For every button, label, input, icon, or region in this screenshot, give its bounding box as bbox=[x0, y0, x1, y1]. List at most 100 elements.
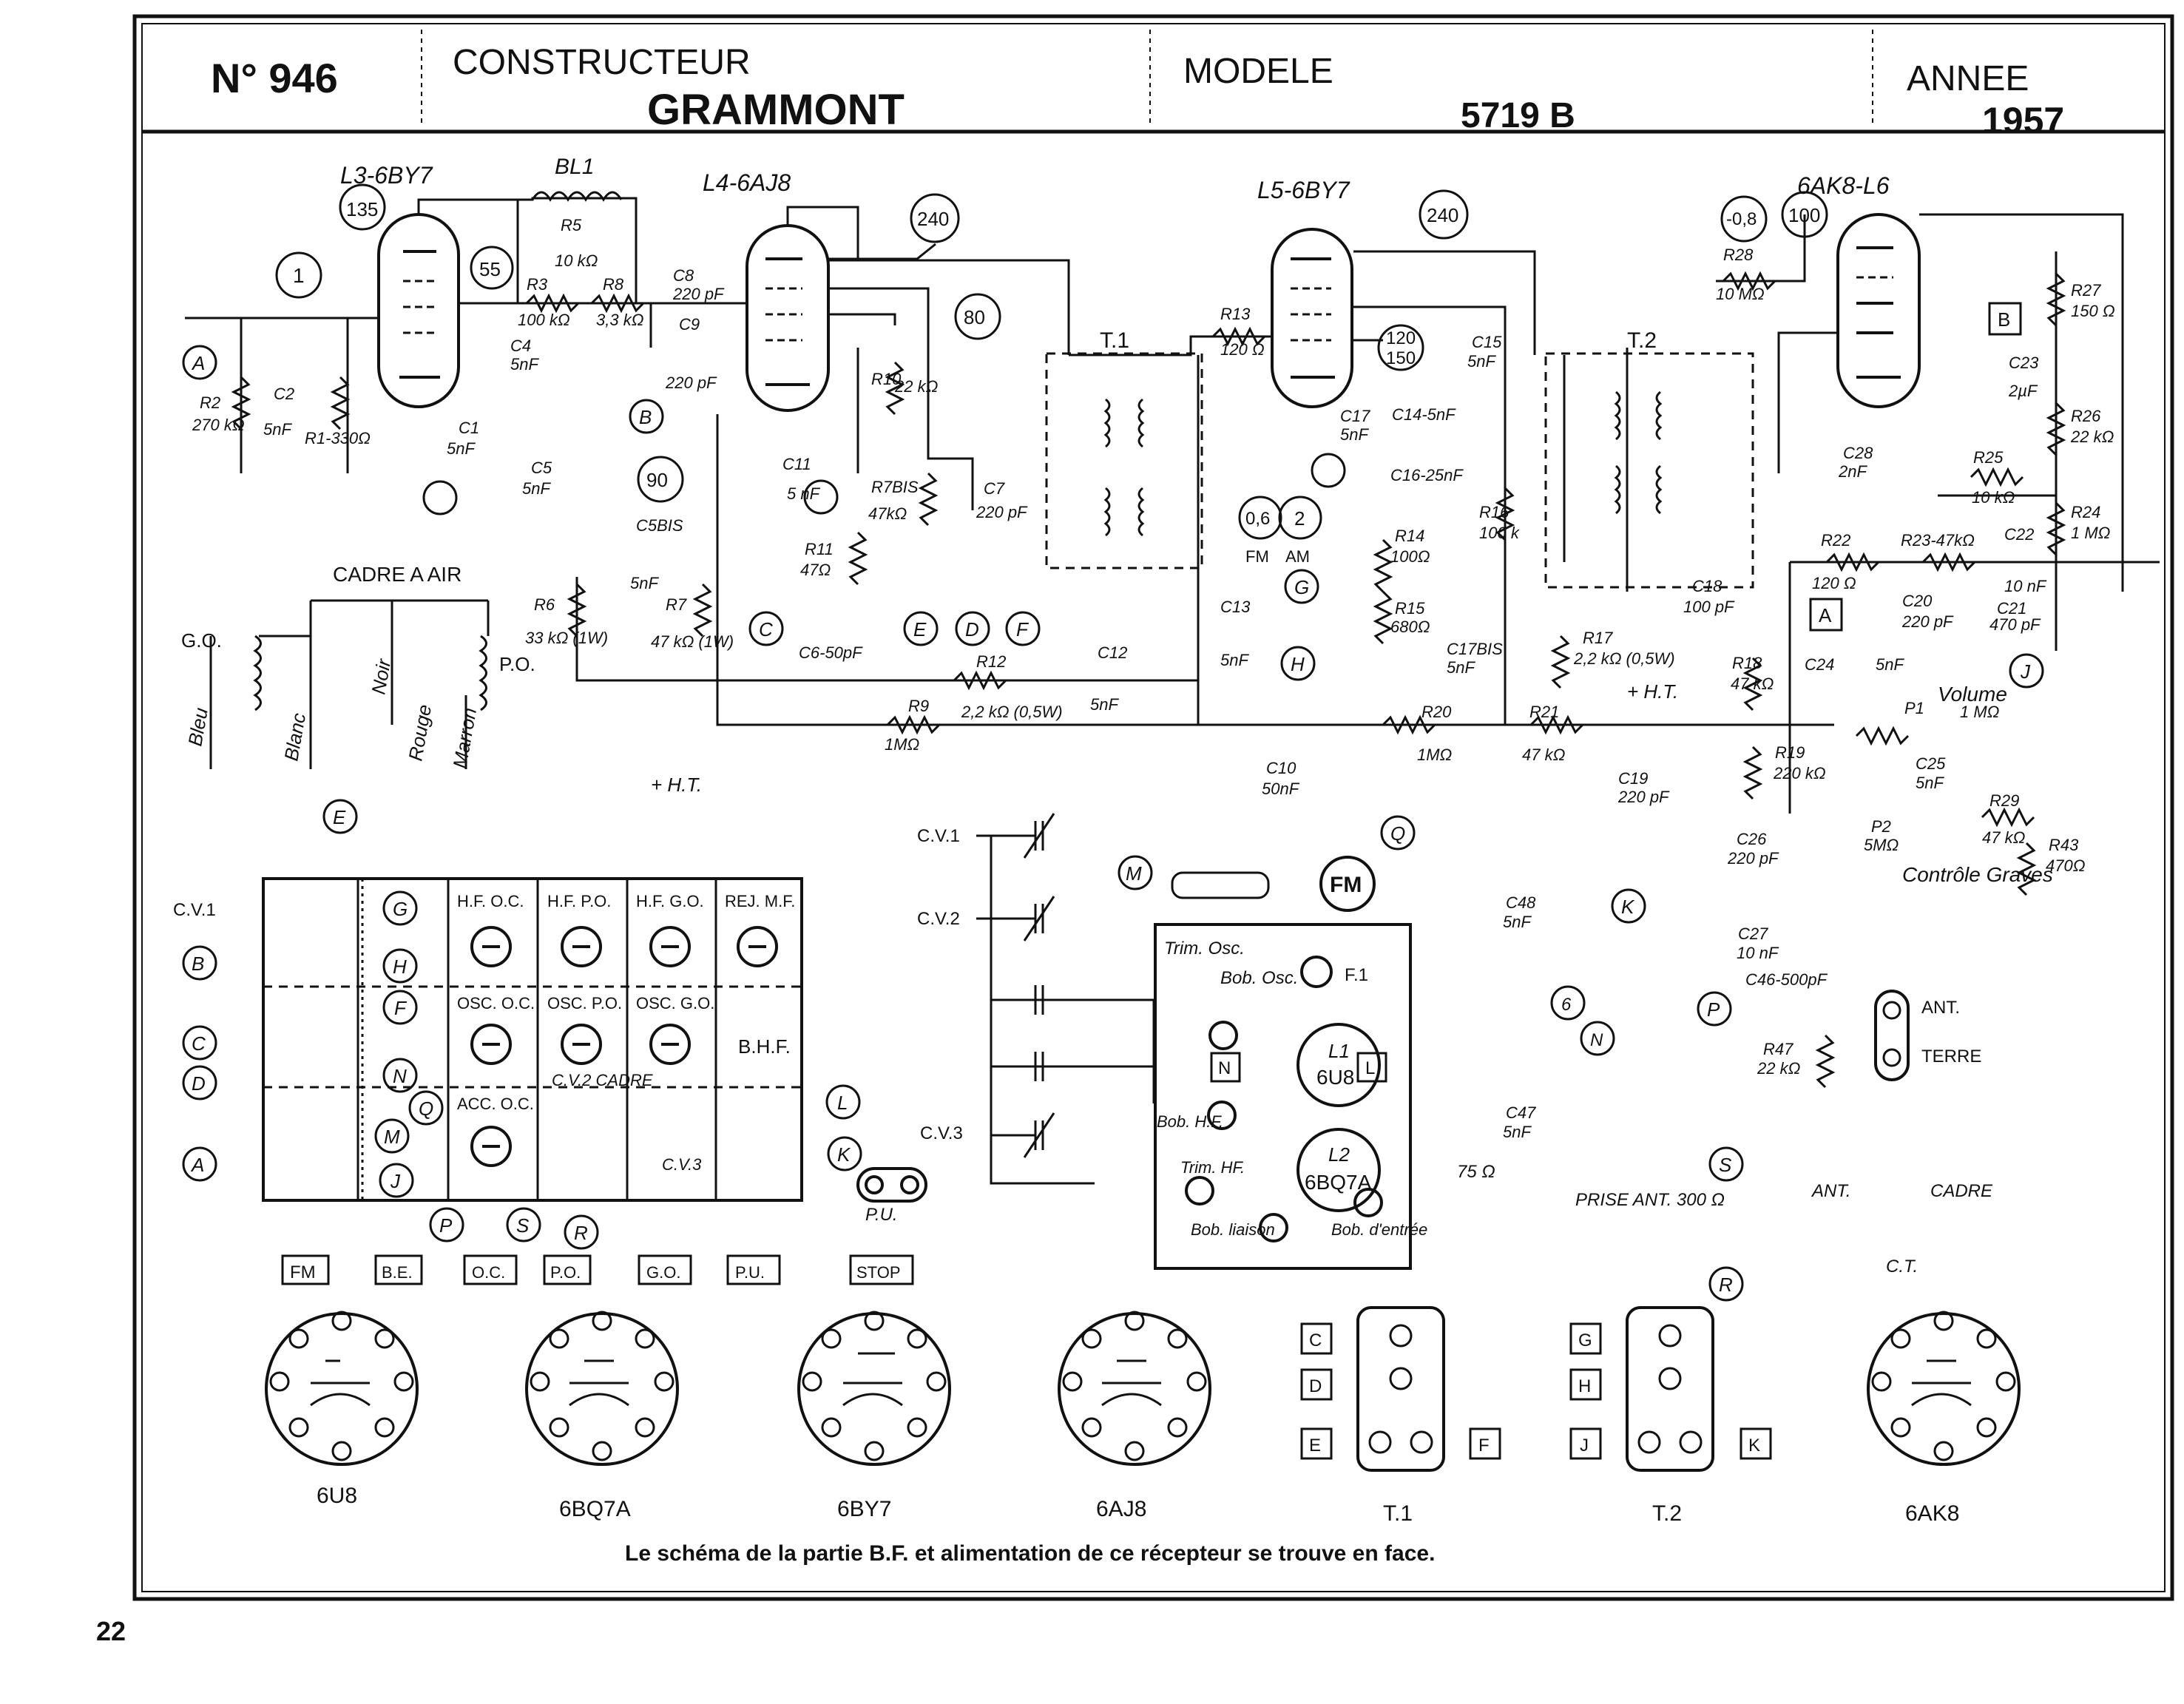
voltage-80: 80 bbox=[964, 306, 985, 328]
svg-text:R16: R16 bbox=[1479, 503, 1509, 521]
svg-text:H: H bbox=[1578, 1376, 1591, 1396]
svg-text:R3: R3 bbox=[527, 275, 548, 294]
voltage-240-b: 240 bbox=[1427, 204, 1458, 226]
svg-text:P1: P1 bbox=[1904, 699, 1924, 717]
keys-row[interactable] bbox=[281, 1254, 914, 1285]
svg-text:K: K bbox=[1748, 1436, 1760, 1456]
volume-label: Volume bbox=[1938, 683, 2007, 706]
svg-text:R24: R24 bbox=[2071, 503, 2100, 521]
conn-k-upper: K bbox=[1621, 896, 1635, 918]
svg-text:100 kΩ: 100 kΩ bbox=[518, 311, 570, 329]
ct-label: C.T. bbox=[1886, 1257, 1918, 1277]
svg-text:C46-500pF: C46-500pF bbox=[1745, 970, 1828, 989]
svg-text:C2: C2 bbox=[274, 385, 294, 403]
fm-tuner-box bbox=[1154, 923, 1412, 1270]
svg-text:R23-47kΩ: R23-47kΩ bbox=[1901, 531, 1975, 550]
constructeur-label: CONSTRUCTEUR bbox=[453, 43, 751, 82]
sw-acc-oc: ACC. O.C. bbox=[457, 1095, 534, 1113]
svg-text:270 kΩ: 270 kΩ bbox=[192, 416, 245, 434]
svg-text:C17BIS: C17BIS bbox=[1447, 640, 1503, 658]
svg-text:P2: P2 bbox=[1871, 817, 1891, 836]
svg-text:C: C bbox=[1309, 1331, 1322, 1350]
svg-text:47 kΩ: 47 kΩ bbox=[1522, 746, 1565, 764]
svg-text:L: L bbox=[1365, 1058, 1375, 1078]
voltage-minus-0-8: -0,8 bbox=[1726, 209, 1757, 229]
svg-text:50nF: 50nF bbox=[1262, 780, 1300, 798]
svg-text:1 MΩ: 1 MΩ bbox=[1960, 703, 1999, 721]
base-label-6bq7a: 6BQ7A bbox=[559, 1497, 631, 1521]
sw-hdr-rej-mf: REJ. M.F. bbox=[725, 892, 795, 910]
t1-t2-letter-boxes bbox=[1300, 1322, 1772, 1460]
modele-label: MODELE bbox=[1183, 52, 1333, 91]
svg-text:S: S bbox=[1719, 1154, 1732, 1176]
svg-text:2µF: 2µF bbox=[2008, 382, 2038, 400]
svg-text:F: F bbox=[394, 997, 408, 1019]
svg-text:R17: R17 bbox=[1583, 629, 1613, 647]
svg-text:220 pF: 220 pF bbox=[1727, 849, 1779, 868]
l2-tube-label: 6BQ7A bbox=[1305, 1171, 1372, 1194]
svg-text:5nF: 5nF bbox=[1467, 352, 1496, 371]
marron-label: Marron bbox=[448, 706, 481, 770]
controle-graves-label: Contrôle Graves bbox=[1902, 863, 2053, 886]
svg-text:C1: C1 bbox=[459, 419, 479, 437]
bleu-label: Bleu bbox=[183, 706, 212, 748]
svg-text:N: N bbox=[393, 1065, 407, 1087]
svg-text:J: J bbox=[1580, 1436, 1589, 1456]
svg-text:2nF: 2nF bbox=[1838, 462, 1867, 481]
svg-text:R11: R11 bbox=[805, 540, 834, 558]
page-border-inner bbox=[141, 23, 2166, 1592]
svg-text:C19: C19 bbox=[1618, 769, 1648, 788]
svg-text:C27: C27 bbox=[1738, 924, 1768, 943]
conn-q-upper: Q bbox=[1390, 822, 1405, 845]
svg-text:D: D bbox=[1309, 1376, 1322, 1396]
go-label: G.O. bbox=[181, 629, 222, 652]
svg-text:C: C bbox=[192, 1032, 206, 1055]
svg-text:R47: R47 bbox=[1763, 1040, 1793, 1058]
tube-l3 bbox=[377, 213, 460, 408]
pu-label: P.U. bbox=[865, 1205, 898, 1225]
svg-text:10 nF: 10 nF bbox=[2004, 577, 2047, 595]
svg-text:M: M bbox=[1126, 862, 1142, 885]
svg-text:47 kΩ: 47 kΩ bbox=[1731, 674, 1774, 693]
svg-text:5nF: 5nF bbox=[1916, 774, 1944, 792]
svg-text:R7: R7 bbox=[666, 595, 687, 614]
bl1-coil bbox=[531, 191, 623, 202]
tube-bases bbox=[265, 1306, 2021, 1472]
prise-ant-label: PRISE ANT. 300 Ω bbox=[1575, 1190, 1725, 1210]
svg-text:220 pF: 220 pF bbox=[665, 373, 717, 392]
svg-text:220 pF: 220 pF bbox=[1901, 612, 1954, 631]
svg-text:C17: C17 bbox=[1340, 407, 1370, 425]
voltage-55: 55 bbox=[479, 258, 501, 280]
svg-text:C23: C23 bbox=[2009, 354, 2039, 372]
pu-jack[interactable] bbox=[856, 1167, 927, 1203]
svg-text:22 kΩ: 22 kΩ bbox=[2070, 427, 2114, 446]
sw-row2-osc-oc: OSC. O.C. bbox=[457, 994, 535, 1012]
svg-text:R7BIS: R7BIS bbox=[871, 478, 919, 496]
tube-base-pins bbox=[269, 1311, 2016, 1461]
svg-text:R21: R21 bbox=[1529, 703, 1559, 721]
svg-text:R27: R27 bbox=[2071, 281, 2101, 300]
svg-text:A: A bbox=[190, 1154, 204, 1176]
svg-text:120 Ω: 120 Ω bbox=[1220, 340, 1265, 359]
sw-hdr-hf-oc: H.F. O.C. bbox=[457, 892, 524, 910]
svg-text:F: F bbox=[1478, 1436, 1490, 1456]
voltage-markers bbox=[275, 183, 1828, 540]
key-fm: FM bbox=[290, 1262, 316, 1282]
ant-terre-jack[interactable] bbox=[1874, 990, 1910, 1081]
svg-text:5nF: 5nF bbox=[522, 479, 551, 498]
svg-text:C18: C18 bbox=[1692, 577, 1722, 595]
base-label-6u8: 6U8 bbox=[317, 1484, 357, 1508]
base-label-6by7: 6BY7 bbox=[837, 1497, 891, 1521]
conn-n-right bbox=[1580, 1021, 1615, 1056]
trim-osc-label: Trim. Osc. bbox=[1164, 939, 1245, 958]
svg-text:10 MΩ: 10 MΩ bbox=[1716, 285, 1765, 303]
trimmer-knobs[interactable] bbox=[470, 926, 778, 1167]
conn-m bbox=[1118, 855, 1153, 890]
conn-j-upper: J bbox=[2020, 660, 2031, 683]
tube-l4-label: L4-6AJ8 bbox=[703, 169, 791, 196]
conn-p bbox=[1697, 991, 1732, 1027]
svg-text:P: P bbox=[439, 1214, 453, 1237]
svg-text:22 kΩ: 22 kΩ bbox=[1757, 1059, 1800, 1078]
svg-text:B: B bbox=[1998, 308, 2010, 331]
sw-bhf: B.H.F. bbox=[738, 1035, 791, 1058]
